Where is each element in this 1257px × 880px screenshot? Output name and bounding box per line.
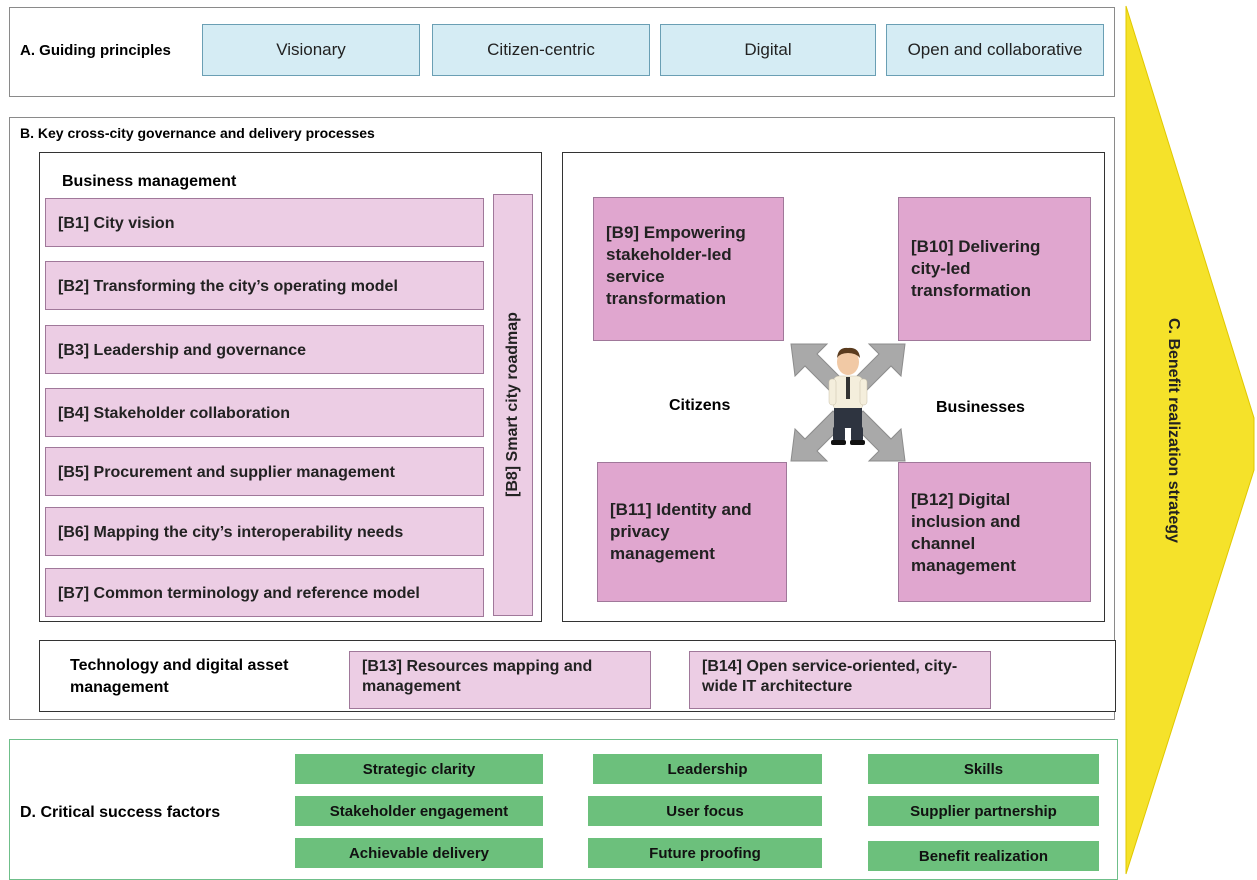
smart-city-roadmap: [B8] Smart city roadmap [493,194,533,616]
factor-leadership: Leadership [593,754,822,784]
factor-user-focus: User focus [588,796,822,826]
person-icon [828,347,868,445]
benefit-realization-label: C. Benefit realization strategy [1165,317,1182,543]
process-b9: [B9] Empowering stakeholder-led service … [593,197,784,341]
principle-citizen-centric: Citizen-centric [432,24,650,76]
citizens-label: Citizens [669,397,731,414]
bm-item-b5: [B5] Procurement and supplier management [45,447,484,496]
factor-skills: Skills [868,754,1099,784]
guiding-principles-title: A. Guiding principles [20,42,171,59]
factor-stakeholder-engagement: Stakeholder engagement [295,796,543,826]
factor-strategic-clarity: Strategic clarity [295,754,543,784]
process-b13: [B13] Resources mapping and management [349,651,651,709]
benefit-arrow-shape [1125,5,1255,875]
bm-item-b6: [B6] Mapping the city’s interoperability… [45,507,484,556]
factor-benefit-realization: Benefit realization [868,841,1099,871]
principle-visionary: Visionary [202,24,420,76]
factor-supplier-partnership: Supplier partnership [868,796,1099,826]
business-management-title: Business management [62,173,237,190]
bm-item-b3: [B3] Leadership and governance [45,325,484,374]
factor-future-proofing: Future proofing [588,838,822,868]
businesses-label: Businesses [936,399,1025,416]
process-b12: [B12] Digital inclusion and channel mana… [898,462,1091,602]
bm-item-b2: [B2] Transforming the city’s operating m… [45,261,484,310]
bm-item-b1: [B1] City vision [45,198,484,247]
technology-title: Technology and digital asset management [70,657,289,696]
critical-success-factors-title: D. Critical success factors [20,804,221,821]
bm-item-b4: [B4] Stakeholder collaboration [45,388,484,437]
bm-item-b7: [B7] Common terminology and reference mo… [45,568,484,617]
principle-open-collaborative: Open and collaborative [886,24,1104,76]
process-b10: [B10] Delivering city-led transformation [898,197,1091,341]
principle-digital: Digital [660,24,876,76]
process-b14: [B14] Open service-oriented, city-wide I… [689,651,991,709]
factor-achievable-delivery: Achievable delivery [295,838,543,868]
process-b11: [B11] Identity and privacy management [597,462,787,602]
key-processes-title: B. Key cross-city governance and deliver… [20,125,375,141]
